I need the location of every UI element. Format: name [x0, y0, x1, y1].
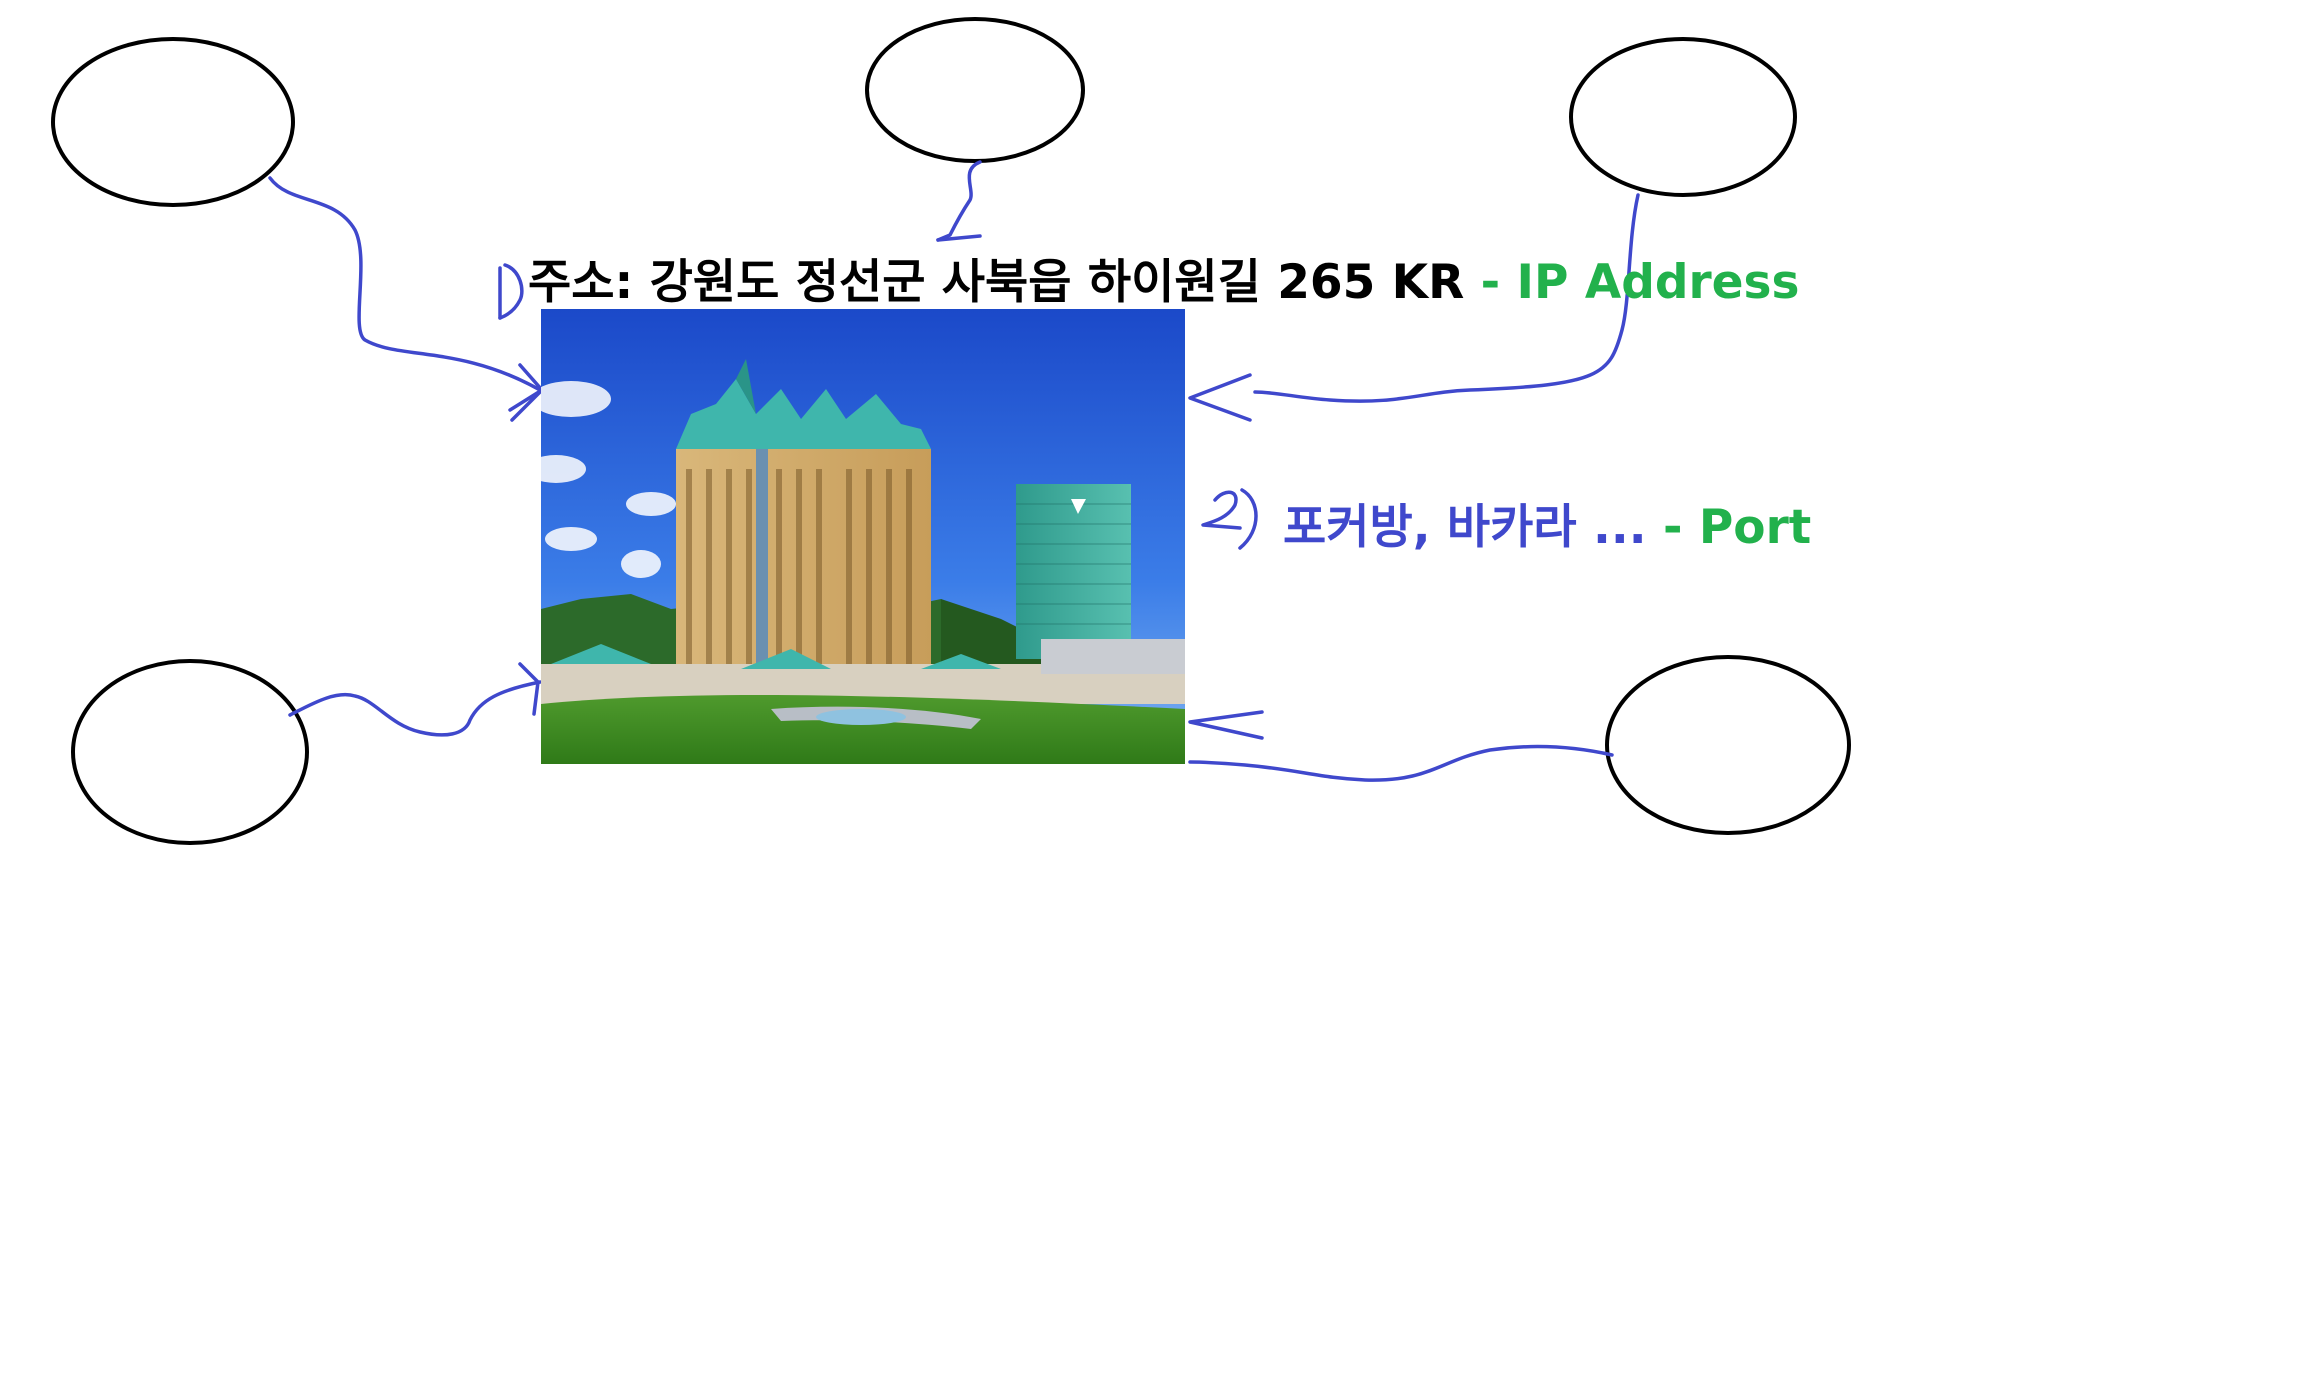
casino-resort-photo — [541, 309, 1185, 764]
arrowhead-top-center — [936, 234, 982, 242]
numbering-2-paren — [1238, 488, 1258, 550]
arrow-top-center — [936, 160, 982, 242]
arrow-bottom-left — [288, 680, 542, 737]
arrow-top-right — [1253, 193, 1640, 403]
client-node-top-right — [1569, 37, 1797, 197]
numbering-1-paren — [498, 263, 524, 320]
address-line: 주소: 강원도 정선군 사북읍 하이원길 265 KR - IP Address — [528, 243, 1800, 312]
services-line: 포커방, 바카라 ... - Port — [1283, 488, 1811, 557]
arrowhead-bottom-right — [1188, 710, 1264, 740]
port-tag: - Port — [1662, 500, 1812, 555]
client-node-top-left — [51, 37, 295, 207]
address-label: 주소: 강원도 정선군 사북읍 하이원길 265 KR — [528, 255, 1465, 310]
arrowhead-bottom-left — [518, 662, 540, 716]
arrow-bottom-right — [1188, 744, 1614, 782]
arrowhead-top-left-b — [510, 388, 544, 422]
client-node-bottom-right — [1605, 655, 1851, 835]
services-label: 포커방, 바카라 ... — [1283, 500, 1647, 555]
client-node-bottom-left — [71, 659, 309, 845]
arrowhead-top-right — [1188, 373, 1252, 422]
arrow-top-left — [268, 176, 542, 392]
ip-address-tag: - IP Address — [1480, 255, 1800, 310]
numbering-2-digit — [1201, 490, 1242, 530]
client-node-top-center — [865, 17, 1085, 163]
